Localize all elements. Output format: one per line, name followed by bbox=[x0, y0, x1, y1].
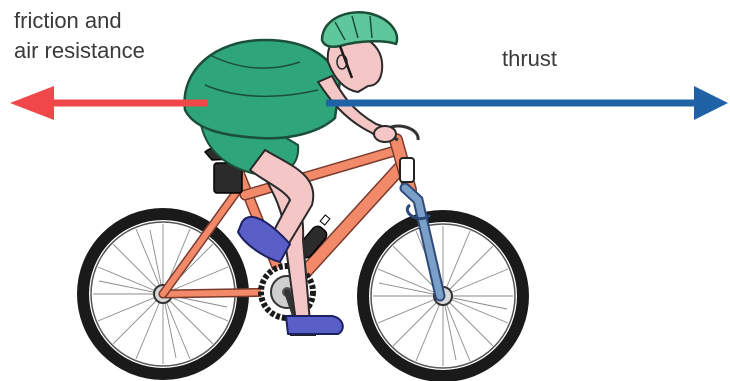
friction-arrow bbox=[10, 86, 208, 120]
friction-label-line2: air resistance bbox=[14, 36, 145, 66]
friction-label-line1: friction and bbox=[14, 6, 145, 36]
thrust-label: thrust bbox=[502, 44, 557, 74]
front-light bbox=[400, 158, 414, 182]
helmet bbox=[322, 12, 397, 46]
thrust-arrow bbox=[326, 86, 728, 120]
friction-label: friction and air resistance bbox=[14, 6, 145, 66]
rider-jersey bbox=[185, 40, 340, 138]
rider-back-shoe bbox=[286, 316, 343, 334]
rider-hand bbox=[374, 126, 396, 142]
